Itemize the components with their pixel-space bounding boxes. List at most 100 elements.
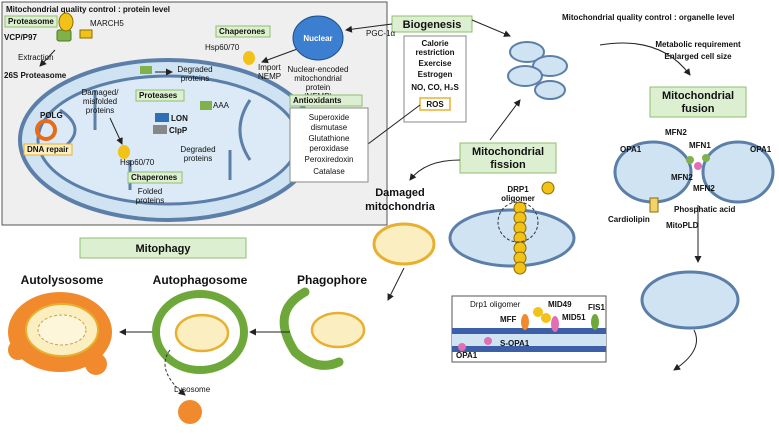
drp1-oligomer-stack	[513, 201, 527, 275]
damaged-text-1: Damaged/	[82, 88, 120, 97]
antioxidants-list-box	[289, 107, 369, 183]
fusion-box	[649, 86, 747, 118]
nemp-text-2: mitochondrial	[294, 74, 342, 83]
mfn2-a: MFN2	[665, 128, 687, 137]
antioxidant-4: peroxidase	[309, 144, 349, 153]
opa1-left: OPA1	[620, 145, 642, 154]
mid49-label: MID49	[548, 300, 572, 309]
nemp-text-3: protein	[306, 83, 330, 92]
antioxidants-label: Antioxidants	[293, 96, 342, 105]
clpp-shape	[153, 125, 167, 134]
hsp-inner-label: Hsp60/70	[120, 158, 155, 167]
degraded-proteins-top-1: Degraded	[177, 65, 212, 74]
biogenesis-label: Biogenesis	[403, 19, 462, 31]
lon-label: LON	[171, 114, 188, 123]
chaperones-inner-box	[127, 171, 183, 184]
hsp-top-label: Hsp60/70	[205, 43, 240, 52]
proteasome-26s-label: 26S Proteasome	[4, 71, 67, 80]
dna-repair-box	[23, 143, 73, 156]
fusion-label-1: Mitochondrial	[662, 90, 734, 102]
ros-box	[419, 97, 451, 111]
protease-top-shape	[140, 66, 152, 74]
antioxidant-1: Superoxide	[309, 113, 350, 122]
vcp-shape	[56, 29, 72, 42]
phagophore-shape	[279, 287, 344, 370]
import-nemp-2: NEMP	[258, 72, 281, 81]
antioxidant-5: Peroxiredoxin	[305, 155, 354, 164]
mfn2-b: MFN2	[671, 173, 693, 182]
mitophagy-box	[79, 237, 247, 259]
opa1-inset-label: OPA1	[456, 351, 478, 360]
degraded-proteins-bottom-2: proteins	[184, 154, 212, 163]
nucleus-label: Nuclear	[303, 34, 332, 43]
factor-2: restriction	[415, 48, 454, 57]
pgc-label: PGC-1α	[366, 29, 395, 38]
autophagosome-shape	[152, 290, 248, 374]
metabolic-1: Metabolic requirement	[655, 40, 741, 49]
aaa-shape	[200, 101, 212, 110]
factor-5: NO, CO, H₂S	[411, 83, 459, 92]
mfn1: MFN1	[689, 141, 711, 150]
fission-mitochondrion	[448, 208, 576, 268]
chaperones-top-box	[215, 25, 271, 38]
proteasome-box	[4, 15, 58, 28]
fission-label-1: Mitochondrial	[472, 146, 544, 158]
damaged-mito-2: mitochondria	[365, 201, 436, 213]
drp1-label-2: oligomer	[501, 194, 535, 203]
mitopld-label: MitoPLD	[666, 221, 699, 230]
factor-3: Exercise	[419, 59, 452, 68]
proteasome-label: Proteasome	[8, 17, 54, 26]
drp1-inset-label: Drp1 oligomer	[470, 300, 521, 309]
hsp-top-shape	[243, 51, 255, 65]
march5-label: MARCH5	[90, 19, 124, 28]
damaged-text-3: proteins	[86, 106, 114, 115]
protein-level-title: Mitochondrial quality control : protein …	[6, 5, 170, 14]
drp1-label-1: DRP1	[507, 185, 529, 194]
mfn2-c: MFN2	[693, 184, 715, 193]
opa1-right: OPA1	[750, 145, 772, 154]
fis1-label: FIS1	[588, 303, 605, 312]
fission-box	[459, 142, 557, 174]
antioxidants-box	[289, 94, 363, 107]
import-nemp-1: Import	[258, 63, 281, 72]
factor-1: Calorie	[421, 39, 449, 48]
antioxidant-6: Catalase	[313, 167, 345, 176]
nucleus-shape	[292, 15, 344, 61]
folded-proteins-1: Folded	[138, 187, 162, 196]
chaperones-top-label: Chaperones	[219, 27, 266, 36]
autophagosome-label: Autophagosome	[153, 273, 248, 287]
organelle-level-title: Mitochondrial quality control : organell…	[562, 13, 734, 22]
hsp-inner-shape	[118, 145, 130, 159]
proteases-label: Proteases	[139, 91, 178, 100]
fusion-label-2: fusion	[682, 103, 715, 115]
fusion-mito-right	[701, 140, 775, 204]
degraded-proteins-bottom-1: Degraded	[180, 145, 215, 154]
autolysosome-label: Autolysosome	[21, 273, 104, 287]
fused-mitochondrion	[640, 270, 740, 330]
phosphatic-acid-label: Phosphatic acid	[674, 205, 735, 214]
phagophore-label: Phagophore	[297, 273, 367, 287]
mid51-label: MID51	[562, 313, 586, 322]
lysosome-shape	[178, 400, 202, 424]
damaged-text-2: misfolded	[83, 97, 117, 106]
s-opa1-label: S-OPA1	[500, 339, 530, 348]
folded-proteins-2: proteins	[136, 196, 164, 205]
mitochondria-cluster	[507, 41, 568, 100]
chaperones-inner-label: Chaperones	[131, 173, 178, 182]
damaged-mito-1: Damaged	[375, 187, 425, 199]
vcp-label: VCP/P97	[4, 33, 37, 42]
proteases-box	[135, 89, 185, 102]
degraded-proteins-top-2: proteins	[181, 74, 209, 83]
proteasome-shape	[58, 12, 74, 32]
damaged-mitochondrion	[372, 222, 436, 266]
polg-label: POLG	[40, 111, 63, 120]
cristae	[59, 90, 252, 190]
march5-shape	[79, 29, 93, 39]
factor-4: Estrogen	[418, 70, 453, 79]
nemp-text-1: Nuclear-encoded	[288, 65, 349, 74]
extraction-label: Extraction	[18, 53, 54, 62]
ros-label: ROS	[426, 100, 444, 109]
clpp-label: ClpP	[169, 126, 188, 135]
